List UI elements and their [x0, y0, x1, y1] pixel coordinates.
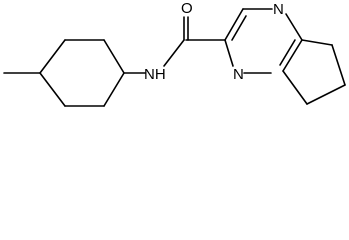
cyclopentane-ring — [282, 39, 346, 105]
cyclohexane-bond — [103, 39, 125, 74]
cyclohexane-bond — [103, 72, 125, 107]
pyrazine-bond — [285, 13, 303, 41]
pyrazine-bond — [282, 39, 303, 72]
cyclopentane-bond — [306, 84, 346, 105]
cyclohexane-bond — [39, 72, 66, 107]
amide-nh-label: NH — [144, 66, 166, 83]
pyrazine-ring — [224, 8, 303, 74]
cyclohexane-bond — [39, 39, 66, 74]
ring-nitrogen-bottom-label: N — [233, 66, 244, 83]
carbonyl-oxygen-label: O — [181, 0, 193, 17]
pyrazine-bond — [224, 39, 234, 67]
molecular-structure: NH O N N — [3, 0, 346, 107]
cyclohexane-ring — [39, 39, 125, 107]
n-carbonyl-bond — [163, 39, 185, 67]
cyclopentane-bond — [301, 39, 333, 46]
pyrazine-double-bond-inner — [231, 15, 247, 41]
cyclopentane-bond — [331, 44, 346, 86]
pyrazine-double-bond-inner — [279, 39, 296, 66]
ring-nitrogen-top-label: N — [273, 1, 284, 18]
pyrazine-bond — [224, 8, 244, 41]
cyclopentane-bond — [282, 70, 308, 105]
